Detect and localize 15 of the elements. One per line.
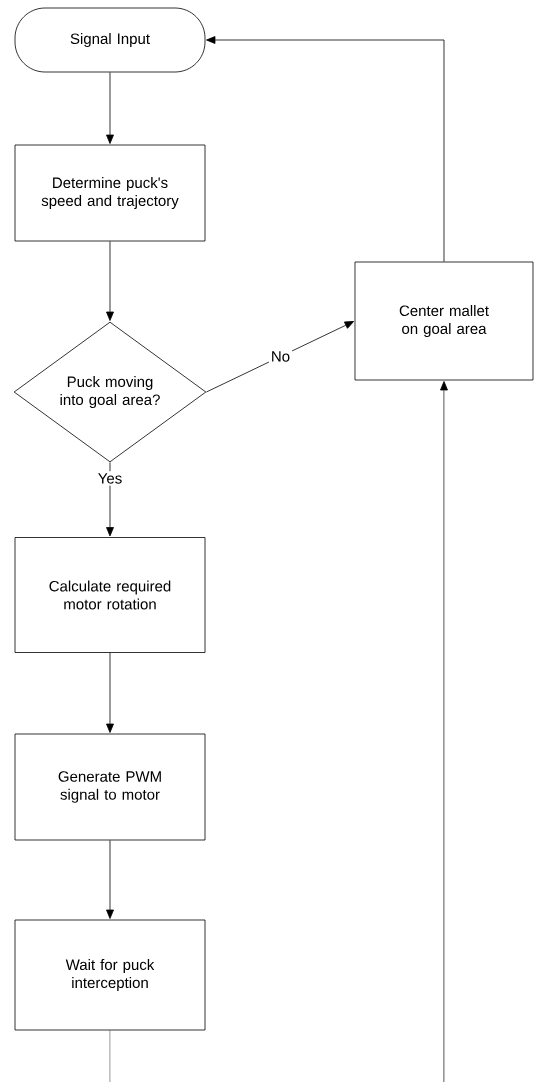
edge-label: Yes [95,471,125,486]
process-box: Wait for puck interception [14,919,206,1031]
arrow [206,36,445,262]
arrow [106,652,114,733]
arrow [106,840,114,919]
edge-label: No [268,349,293,364]
arrow [206,321,355,393]
process-box: Calculate required motor rotation [14,537,206,653]
arrow [106,72,114,144]
arrow [106,462,114,537]
arrow [106,241,114,321]
process-box: Generate PWM signal to motor [14,733,206,841]
process-box: Center mallet on goal area [354,261,534,381]
arrow [440,381,448,1082]
process-box: Determine puck's speed and trajectory [14,144,206,242]
